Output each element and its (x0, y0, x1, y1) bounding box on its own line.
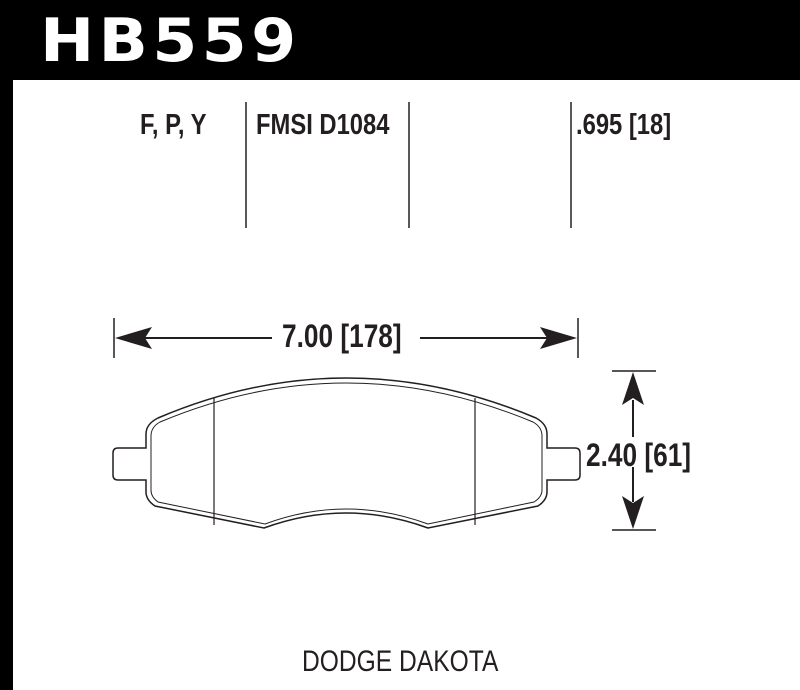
width-label: 7.00 [178] (282, 318, 402, 354)
width-dimension-line (113, 318, 579, 358)
vehicle-application: DODGE DAKOTA (302, 645, 499, 678)
header-bar (0, 0, 800, 80)
brake-pad-outline (112, 377, 581, 529)
spec-dividers (245, 102, 572, 228)
pad-thickness: .695 [18] (576, 109, 672, 141)
compound-codes: F, P, Y (140, 109, 207, 141)
fmsi-number: FMSI D1084 (256, 109, 390, 141)
height-label: 2.40 [61] (586, 437, 692, 473)
height-dimension-line (612, 370, 656, 531)
part-number-title: HB559 (40, 6, 301, 76)
left-frame-bar (0, 0, 13, 690)
